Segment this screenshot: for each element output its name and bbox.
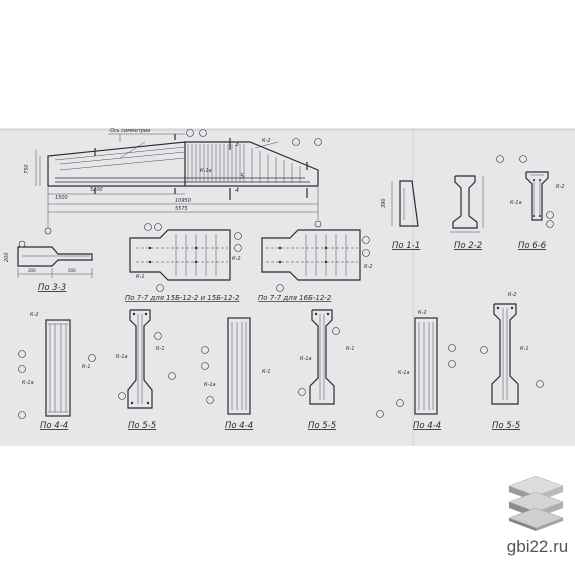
mark-k1a-top: К-1а (200, 168, 212, 174)
section-title-2-2: По 2-2 (454, 241, 482, 251)
section-title-6-6: По 6-6 (518, 241, 547, 251)
section-4-4-a: К-2 К-1 К-1а По 4-4 (18, 312, 96, 431)
section-2-2: По 2-2 (450, 175, 484, 251)
technical-drawing: Ось симметрии 3 4 5 К-2 К-1а 5200 10950 … (0, 128, 575, 446)
plan-7-7-right: К-2 (261, 229, 373, 292)
mark-k2-44c: К-2 (418, 310, 427, 316)
mark-k1-44b: К-1 (262, 369, 271, 375)
section-title-5-5-b: По 5-5 (308, 421, 336, 431)
plan-7-7-left: К-1 К-2 (129, 223, 242, 292)
mark-k1a-44a: К-1а (22, 380, 34, 386)
dim-500: 500 (68, 268, 76, 273)
stirrup-hatch (187, 144, 301, 182)
dim-10950: 10950 (175, 198, 191, 204)
top-note: Ось симметрии (110, 128, 151, 134)
mark-k1a-55a: К-1а (116, 354, 128, 360)
section-1-1: 390 По 1-1 (381, 180, 420, 251)
dim-390: 390 (381, 198, 387, 208)
dim-200: 200 (4, 252, 10, 262)
mark-k2-66: К-2 (556, 184, 565, 190)
section-6-6: К-1а К-2 По 6-6 (496, 155, 565, 251)
dim-300-a: 300 (28, 268, 36, 273)
plan-title-right: По 7-7 для 16Б-12-2 (258, 294, 332, 302)
mark-k2-pr: К-2 (364, 264, 373, 270)
mark-k1a-44b: К-1а (204, 382, 216, 388)
section-5-5-b: К-1 К-1а По 5-5 (298, 309, 384, 431)
section-title-4-4-a: По 4-4 (40, 421, 68, 431)
mark-k1-55b: К-1 (346, 346, 355, 352)
section-3-3: 300 500 200 По 3-3 (4, 240, 93, 293)
beam-elevation: Ось симметрии 3 4 5 К-2 К-1а 5200 10950 … (24, 128, 322, 235)
section-5-5-c: К-2 К-1 По 5-5 (480, 292, 544, 431)
section-title-4-4-c: По 4-4 (413, 421, 441, 431)
dim-5575: 5575 (175, 206, 188, 212)
mark-n4: 4 (235, 186, 239, 194)
section-title-5-5-c: По 5-5 (492, 421, 520, 431)
section-5-5-a: К-1 К-1а По 5-5 (116, 309, 176, 431)
mark-k2-pl: К-2 (232, 256, 241, 262)
mark-k1-55c: К-1 (520, 346, 529, 352)
mark-k1-44a: К-1 (82, 364, 91, 370)
mark-n3: 3 (235, 140, 239, 148)
mark-n5: 5 (240, 172, 244, 180)
site-domain[interactable]: gbi22.ru (506, 537, 569, 556)
section-title-3-3: По 3-3 (38, 283, 66, 293)
mark-k1-55a: К-1 (156, 346, 165, 352)
mark-k1-pl: К-1 (136, 274, 145, 280)
section-title-1-1: По 1-1 (392, 241, 420, 251)
mark-k1a-55b: К-1а (300, 356, 312, 362)
plan-title-left: По 7-7 для 15Б-12-2 и 15Б-12-2 (125, 294, 240, 302)
dim-750: 750 (24, 164, 30, 174)
drawing-sheet: Ось симметрии 3 4 5 К-2 К-1а 5200 10950 … (0, 128, 575, 446)
section-4-4-b: К-1 К-1а По 4-4 (201, 317, 271, 431)
dim-5200: 5200 (90, 187, 103, 193)
section-title-4-4-b: По 4-4 (225, 421, 253, 431)
mark-k2-55c: К-2 (508, 292, 517, 298)
mark-k2-44a: К-2 (30, 312, 39, 318)
mark-k1a-66: К-1а (510, 200, 522, 206)
section-4-4-c: К-2 К-1а По 4-4 (396, 310, 456, 431)
stacked-slabs-icon (508, 475, 564, 531)
mark-k2-top: К-2 (262, 138, 271, 144)
mark-k1a-44c: К-1а (398, 370, 410, 376)
dim-1500: 1500 (55, 195, 68, 201)
section-title-5-5-a: По 5-5 (128, 421, 156, 431)
